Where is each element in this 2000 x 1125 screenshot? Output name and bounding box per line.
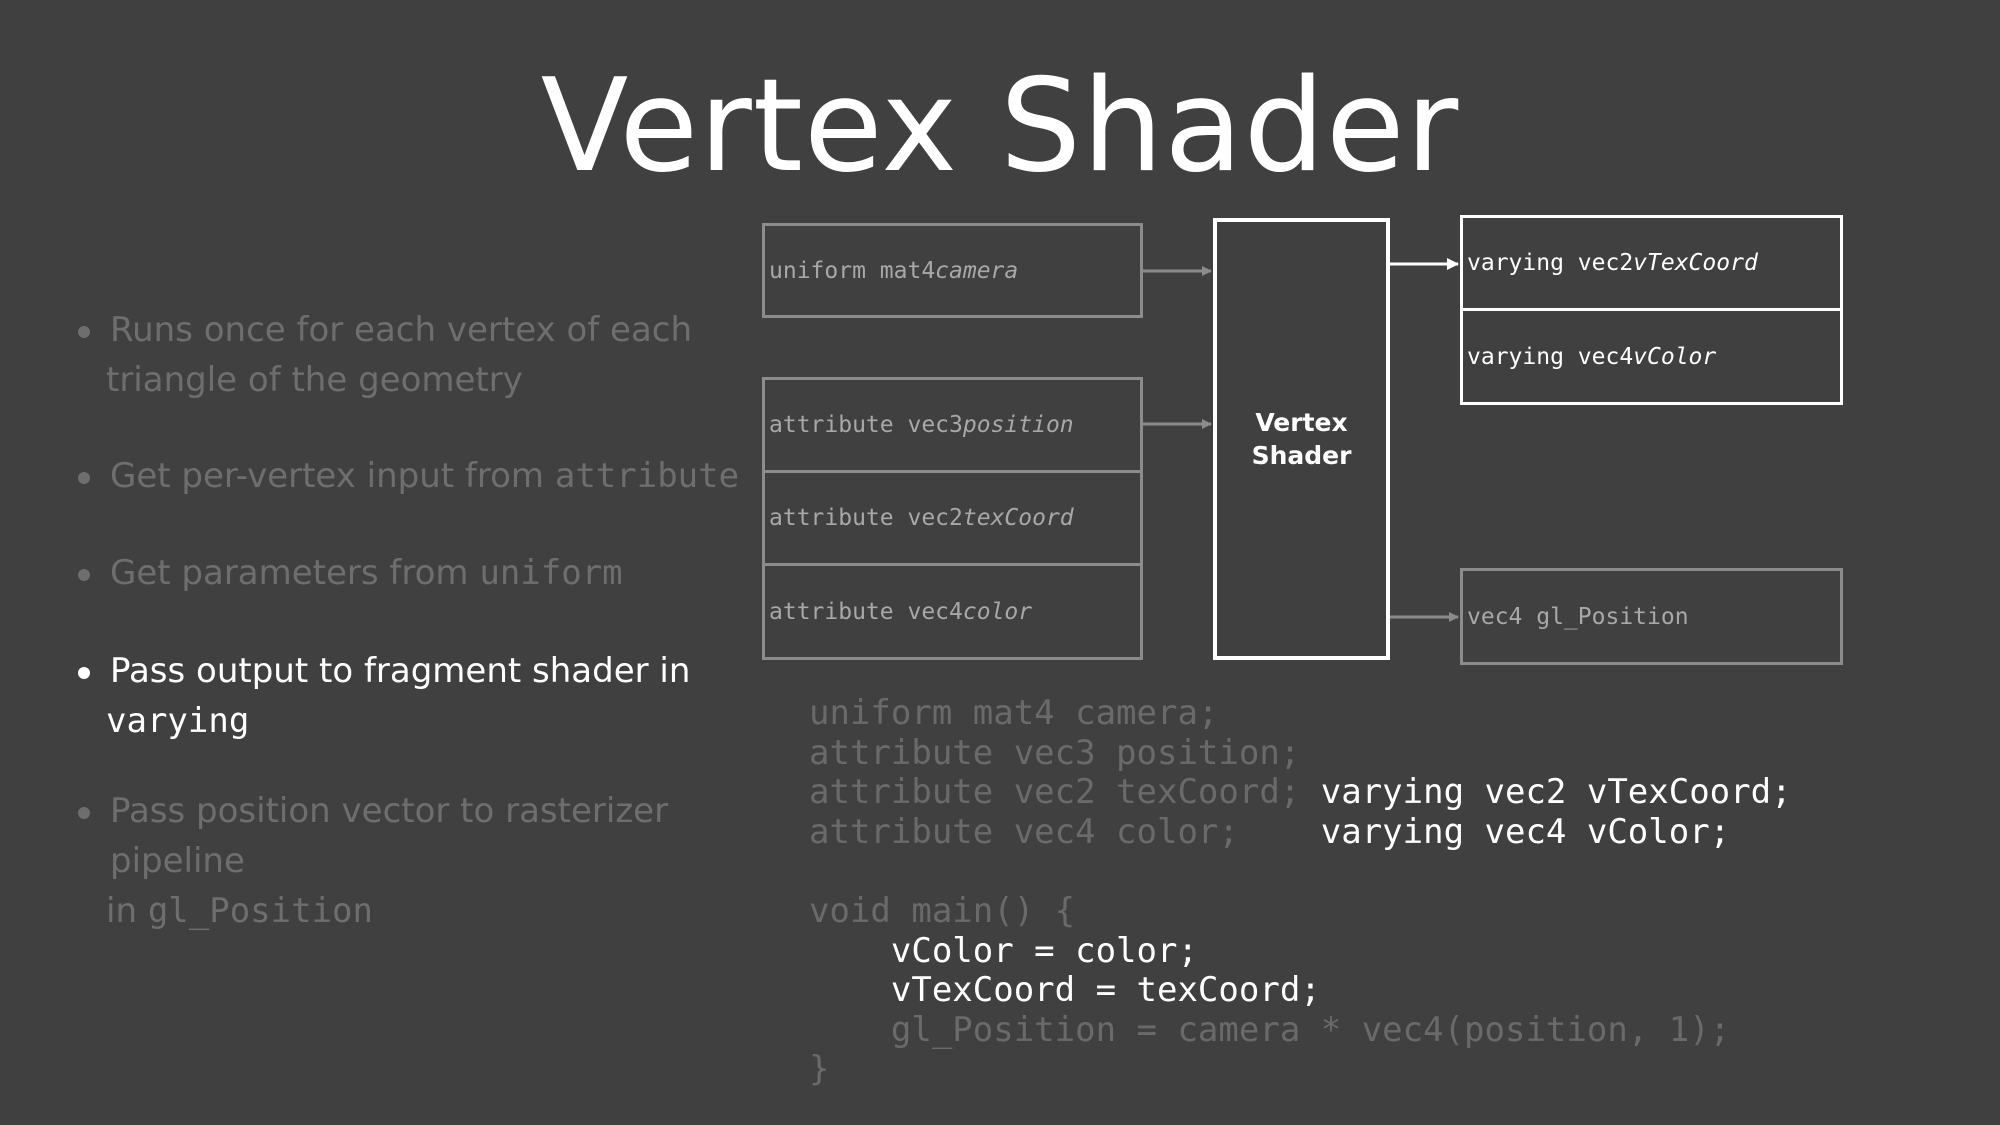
bullet-text: Pass position vector to rasterizer pipel…	[110, 791, 669, 881]
code-attribute-decl: attribute vec2 texCoord;	[809, 772, 1321, 813]
code-line: uniform mat4 camera;	[809, 693, 1792, 734]
bullet-attribute: Get per-vertex input from attribute	[78, 451, 778, 501]
code-line: vTexCoord = texCoord;	[809, 970, 1792, 1011]
box-name: texCoord	[962, 505, 1074, 531]
bullet-runs-once: Runs once for each vertex of each triang…	[78, 305, 778, 405]
code-main-close: }	[809, 1049, 830, 1090]
bullet-text: Get parameters from	[110, 553, 480, 593]
bullet-dot	[78, 667, 90, 679]
shader-code: uniform mat4 camera;attribute vec3 posit…	[809, 693, 1792, 1090]
code-uniform-decl: uniform mat4 camera;	[809, 693, 1219, 733]
code-line: attribute vec4 color; varying vec4 vColo…	[809, 811, 1792, 853]
box-name: position	[962, 412, 1074, 438]
code-assign-vcolor: vColor = color;	[890, 930, 1198, 971]
code-attribute-decl: attribute vec4 color;	[809, 811, 1321, 852]
bullet-text: Pass output to fragment shader in	[110, 651, 691, 691]
bullet-code: varying	[106, 701, 250, 741]
box-type: attribute vec3	[769, 412, 963, 438]
code-line: vColor = color;	[809, 930, 1792, 972]
bullet-varying: Pass output to fragment shader in varyin…	[78, 646, 778, 746]
code-line: void main() {	[809, 890, 1792, 932]
uniform-camera-box: uniform mat4 camera	[762, 223, 1143, 318]
bullet-gl-position: Pass position vector to rasterizer pipel…	[78, 786, 778, 936]
bullet-code: uniform	[479, 553, 623, 593]
code-attribute-decl: attribute vec3 position;	[809, 732, 1301, 773]
code-line: gl_Position = camera * vec4(position, 1)…	[809, 1009, 1792, 1051]
bullet-dot	[78, 326, 90, 338]
attribute-color-box: attribute vec4 color	[762, 563, 1143, 660]
box-text: vec4 gl_Position	[1467, 603, 1689, 630]
code-line: attribute vec2 texCoord; varying vec2 vT…	[809, 772, 1792, 813]
varying-vcolor-box: varying vec4 vColor	[1460, 308, 1843, 405]
shader-label: Vertex	[1255, 408, 1348, 437]
box-type: varying vec4	[1467, 343, 1634, 370]
box-name: camera	[935, 257, 1019, 284]
bullet-dot	[78, 472, 90, 484]
vertex-shader-box: Vertex Shader	[1213, 218, 1390, 660]
bullet-text: Runs once for each vertex of each	[110, 310, 693, 350]
box-type: attribute vec2	[769, 505, 963, 531]
box-name: color	[962, 598, 1033, 625]
bullet-dot	[78, 807, 90, 819]
code-assign-glposition: gl_Position = camera * vec4(position, 1)…	[890, 1009, 1731, 1050]
box-name: vTexCoord	[1633, 250, 1758, 276]
bullet-code: attribute	[554, 456, 740, 496]
bullet-dot	[78, 569, 90, 581]
code-assign-vtexcoord: vTexCoord = texCoord;	[890, 970, 1321, 1011]
page-title: Vertex Shader	[540, 52, 1460, 201]
box-type: uniform mat4	[769, 257, 936, 284]
code-line: attribute vec3 position;	[809, 732, 1792, 774]
box-type: varying vec2	[1467, 250, 1634, 276]
bullet-uniform: Get parameters from uniform	[78, 548, 778, 598]
bullet-text: Get per-vertex input from	[110, 456, 555, 496]
box-type: attribute vec4	[769, 598, 963, 625]
code-line	[809, 852, 1792, 892]
code-varying-decl: varying vec2 vTexCoord;	[1320, 772, 1792, 813]
shader-label: Shader	[1251, 441, 1352, 470]
bullet-text: triangle of the geometry	[106, 360, 523, 400]
bullet-code: gl_Position	[147, 891, 373, 931]
box-name: vColor	[1633, 343, 1717, 370]
bullet-text: in	[106, 891, 148, 931]
gl-position-box: vec4 gl_Position	[1460, 568, 1843, 665]
code-main-open: void main() {	[809, 890, 1076, 931]
code-line: }	[809, 1050, 1792, 1090]
code-varying-decl: varying vec4 vColor;	[1320, 811, 1731, 852]
